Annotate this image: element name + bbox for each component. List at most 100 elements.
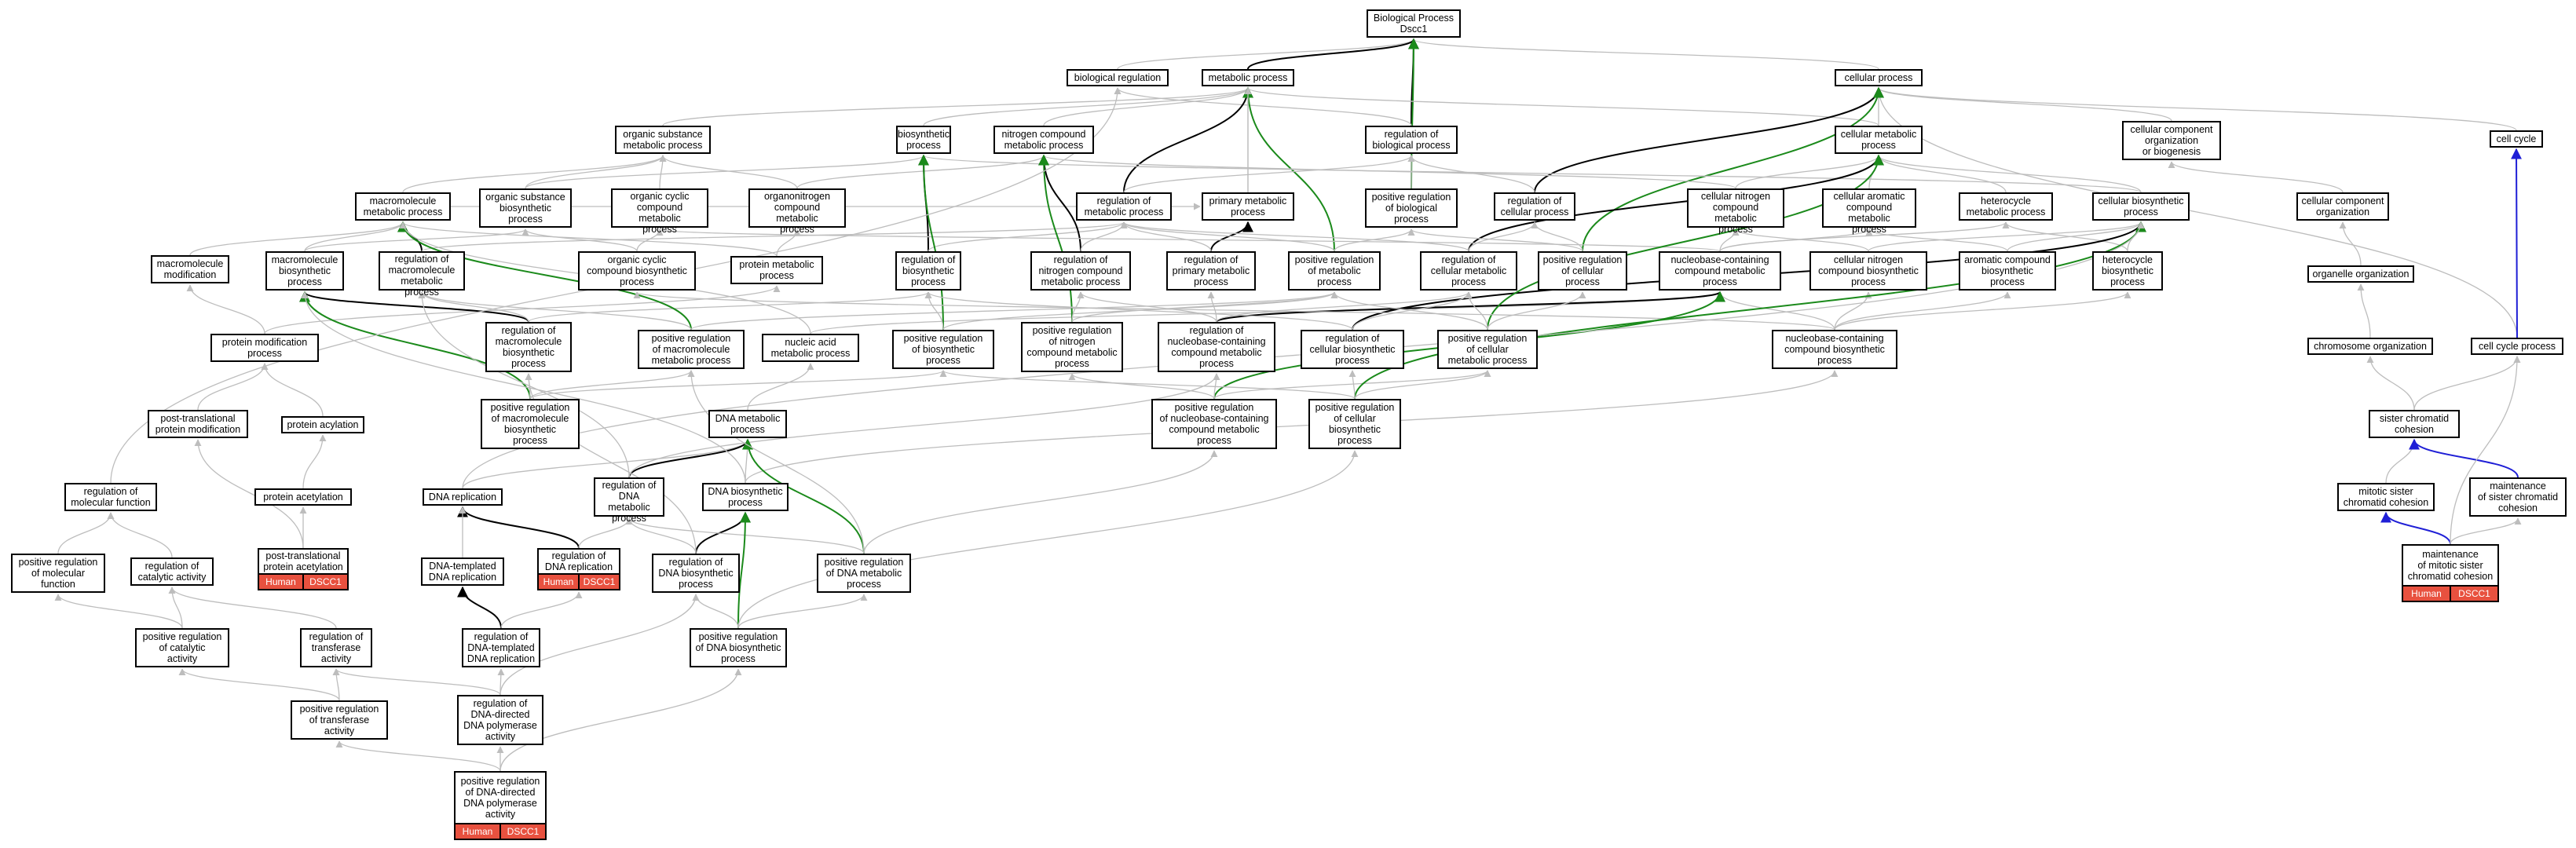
go-term-nucacid[interactable]: nucleic acid metabolic process xyxy=(762,334,859,362)
go-term-regdnabio[interactable]: regulation of DNA biosynthetic process xyxy=(652,554,740,593)
go-term-dnarep[interactable]: DNA replication xyxy=(423,488,503,506)
go-term-nucbase[interactable]: nucleobase-containing compound metabolic… xyxy=(1659,251,1781,291)
go-term-regmacromet[interactable]: regulation of macromolecule metabolic pr… xyxy=(379,251,465,298)
go-term-posregcellmet[interactable]: positive regulation of cellular metaboli… xyxy=(1437,330,1538,369)
go-term-hetero[interactable]: heterocycle metabolic process xyxy=(1959,192,2053,221)
go-term-posregtransf[interactable]: positive regulation of transferase activ… xyxy=(291,700,388,740)
go-term-regbio[interactable]: regulation of biological process xyxy=(1365,126,1458,154)
go-term-protmet[interactable]: protein metabolic process xyxy=(730,256,823,284)
edge-part-of xyxy=(2409,438,2519,478)
go-term-bp[interactable]: Biological Process Dscc1 xyxy=(1367,9,1461,38)
go-term-protmod[interactable]: protein modification process xyxy=(210,334,319,362)
go-term-sister[interactable]: sister chromatid cohesion xyxy=(2369,410,2460,438)
go-term-chromorg[interactable]: chromosome organization xyxy=(2307,338,2433,355)
go-term-label: protein modification process xyxy=(221,337,308,359)
go-term-orgaorg[interactable]: organelle organization xyxy=(2307,265,2414,283)
go-term-cellmet[interactable]: cellular metabolic process xyxy=(1835,126,1923,154)
go-term-posregnucbase[interactable]: positive regulation of nucleobase-contai… xyxy=(1151,399,1277,449)
go-term-regbiosyn[interactable]: regulation of biosynthetic process xyxy=(895,251,961,291)
go-term-label: organic substance metabolic process xyxy=(623,129,703,151)
go-term-dnabio[interactable]: DNA biosynthetic process xyxy=(702,483,789,511)
edge-is-a xyxy=(928,221,1128,252)
go-term-dnatempl[interactable]: DNA-templated DNA replication xyxy=(421,557,504,586)
go-term-heterobio[interactable]: heterocycle biosynthetic process xyxy=(2092,251,2163,291)
go-term-posregmacromet[interactable]: positive regulation of macromolecule met… xyxy=(638,330,745,369)
go-term-posregmacrobio[interactable]: positive regulation of macromolecule bio… xyxy=(481,399,580,449)
edge-is-a xyxy=(261,363,324,417)
edge-is-a xyxy=(499,668,742,772)
go-term-posregdnapol[interactable]: positive regulation of DNA-directed DNA … xyxy=(454,771,547,840)
go-term-maintsister[interactable]: maintenance of sister chromatid cohesion xyxy=(2469,477,2567,517)
go-term-regnitro[interactable]: regulation of nitrogen compound metaboli… xyxy=(1030,251,1131,291)
go-term-regmet[interactable]: regulation of metabolic process xyxy=(1076,192,1172,221)
go-term-metab[interactable]: metabolic process xyxy=(1202,69,1294,86)
go-term-label: regulation of biosynthetic process xyxy=(901,254,956,287)
go-term-macromod[interactable]: macromolecule modification xyxy=(151,255,229,283)
go-term-nucbasebio[interactable]: nucleobase-containing compound biosynthe… xyxy=(1772,330,1897,369)
go-term-cellnit[interactable]: cellular nitrogen compound metabolic pro… xyxy=(1687,188,1784,235)
go-term-ccorgbio[interactable]: cellular component organization or bioge… xyxy=(2122,121,2221,160)
go-term-cellcycle[interactable]: cell cycle xyxy=(2490,130,2543,148)
go-term-macrobio[interactable]: macromolecule biosynthetic process xyxy=(265,251,344,291)
edge-is-a xyxy=(2385,439,2418,484)
go-term-regcellbio[interactable]: regulation of cellular biosynthetic proc… xyxy=(1301,330,1404,369)
go-term-regdnapol[interactable]: regulation of DNA-directed DNA polymeras… xyxy=(457,695,543,745)
go-term-ccorg[interactable]: cellular component organization xyxy=(2296,192,2389,221)
go-term-regdnamet[interactable]: regulation of DNA metabolic process xyxy=(594,477,664,524)
go-term-posregdnamet[interactable]: positive regulation of DNA metabolic pro… xyxy=(817,554,911,593)
edge-is-a xyxy=(2168,161,2344,193)
go-term-regnucbase[interactable]: regulation of nucleobase-containing comp… xyxy=(1158,322,1275,372)
edge-is-a xyxy=(302,434,327,489)
go-term-bioreg[interactable]: biological regulation xyxy=(1067,69,1169,86)
go-term-posregcell[interactable]: positive regulation of cellular process xyxy=(1538,251,1627,291)
go-term-label: chromosome organization xyxy=(2314,341,2427,352)
go-term-label: macromolecule biosynthetic process xyxy=(271,254,338,287)
go-term-cellnitbio[interactable]: cellular nitrogen compound biosynthetic … xyxy=(1809,251,1927,291)
go-term-posregcatal[interactable]: positive regulation of catalytic activit… xyxy=(135,628,229,667)
go-term-cellcycproc[interactable]: cell cycle process xyxy=(2471,338,2563,355)
go-term-cellproc[interactable]: cellular process xyxy=(1835,69,1923,86)
go-term-regmolfn[interactable]: regulation of molecular function xyxy=(64,483,157,511)
go-term-posregcellbio[interactable]: positive regulation of cellular biosynth… xyxy=(1308,399,1401,449)
go-term-regprim[interactable]: regulation of primary metabolic process xyxy=(1166,251,1256,291)
go-term-posregdnabio[interactable]: positive regulation of DNA biosynthetic … xyxy=(690,628,787,667)
go-term-posregnitro[interactable]: positive regulation of nitrogen compound… xyxy=(1021,322,1123,372)
go-term-posregmolfn[interactable]: positive regulation of molecular functio… xyxy=(11,554,105,593)
go-term-protacyl[interactable]: protein acylation xyxy=(281,416,364,433)
go-term-primmet[interactable]: primary metabolic process xyxy=(1202,192,1294,221)
go-term-posregbiosyn[interactable]: positive regulation of biosynthetic proc… xyxy=(892,330,994,369)
go-term-macromet[interactable]: macromolecule metabolic process xyxy=(355,192,451,221)
go-term-cellarom[interactable]: cellular aromatic compound metabolic pro… xyxy=(1822,188,1916,235)
go-term-protacet[interactable]: protein acetylation xyxy=(254,488,352,506)
go-term-orgcyc[interactable]: organic cyclic compound metabolic proces… xyxy=(611,188,708,235)
go-term-cellbio[interactable]: cellular biosynthetic process xyxy=(2092,192,2190,221)
go-term-orgsubbio[interactable]: organic substance biosynthetic process xyxy=(479,188,572,228)
edge-is-a xyxy=(2366,356,2415,411)
go-term-label: regulation of cellular process xyxy=(1500,196,1569,217)
go-term-orgsub[interactable]: organic substance metabolic process xyxy=(615,126,711,154)
go-term-regtransf[interactable]: regulation of transferase activity xyxy=(300,628,372,667)
go-term-posregbio[interactable]: positive regulation of biological proces… xyxy=(1365,188,1458,228)
go-term-regcatal[interactable]: regulation of catalytic activity xyxy=(130,557,214,586)
go-term-regmacrobio[interactable]: regulation of macromolecule biosynthetic… xyxy=(485,322,572,372)
go-term-maintmit[interactable]: maintenance of mitotic sister chromatid … xyxy=(2402,544,2499,602)
edge-is-a xyxy=(529,370,695,400)
go-term-orgcycbio[interactable]: organic cyclic compound biosynthetic pro… xyxy=(578,251,696,291)
go-term-biosyn[interactable]: biosynthetic process xyxy=(896,126,951,154)
go-term-label: positive regulation of cellular process xyxy=(1542,254,1623,287)
go-term-posttrans[interactable]: post-translational protein modification xyxy=(148,410,248,438)
go-term-dnamet[interactable]: DNA metabolic process xyxy=(708,410,787,438)
go-term-posregmet[interactable]: positive regulation of metabolic process xyxy=(1288,251,1381,291)
go-term-regcellmet[interactable]: regulation of cellular metabolic process xyxy=(1420,251,1517,291)
edge-is-a xyxy=(528,291,932,323)
edge-is-a xyxy=(1117,38,1418,70)
go-term-mitsister[interactable]: mitotic sister chromatid cohesion xyxy=(2337,483,2435,511)
go-term-organonit[interactable]: organonitrogen compound metabolic proces… xyxy=(748,188,846,235)
go-term-aromcomp[interactable]: aromatic compound biosynthetic process xyxy=(1959,251,2056,291)
go-term-regdnatempl[interactable]: regulation of DNA-templated DNA replicat… xyxy=(462,628,540,667)
edge-is-a xyxy=(924,291,1353,331)
go-term-regcell[interactable]: regulation of cellular process xyxy=(1494,192,1575,221)
go-term-nitro[interactable]: nitrogen compound metabolic process xyxy=(993,126,1094,154)
